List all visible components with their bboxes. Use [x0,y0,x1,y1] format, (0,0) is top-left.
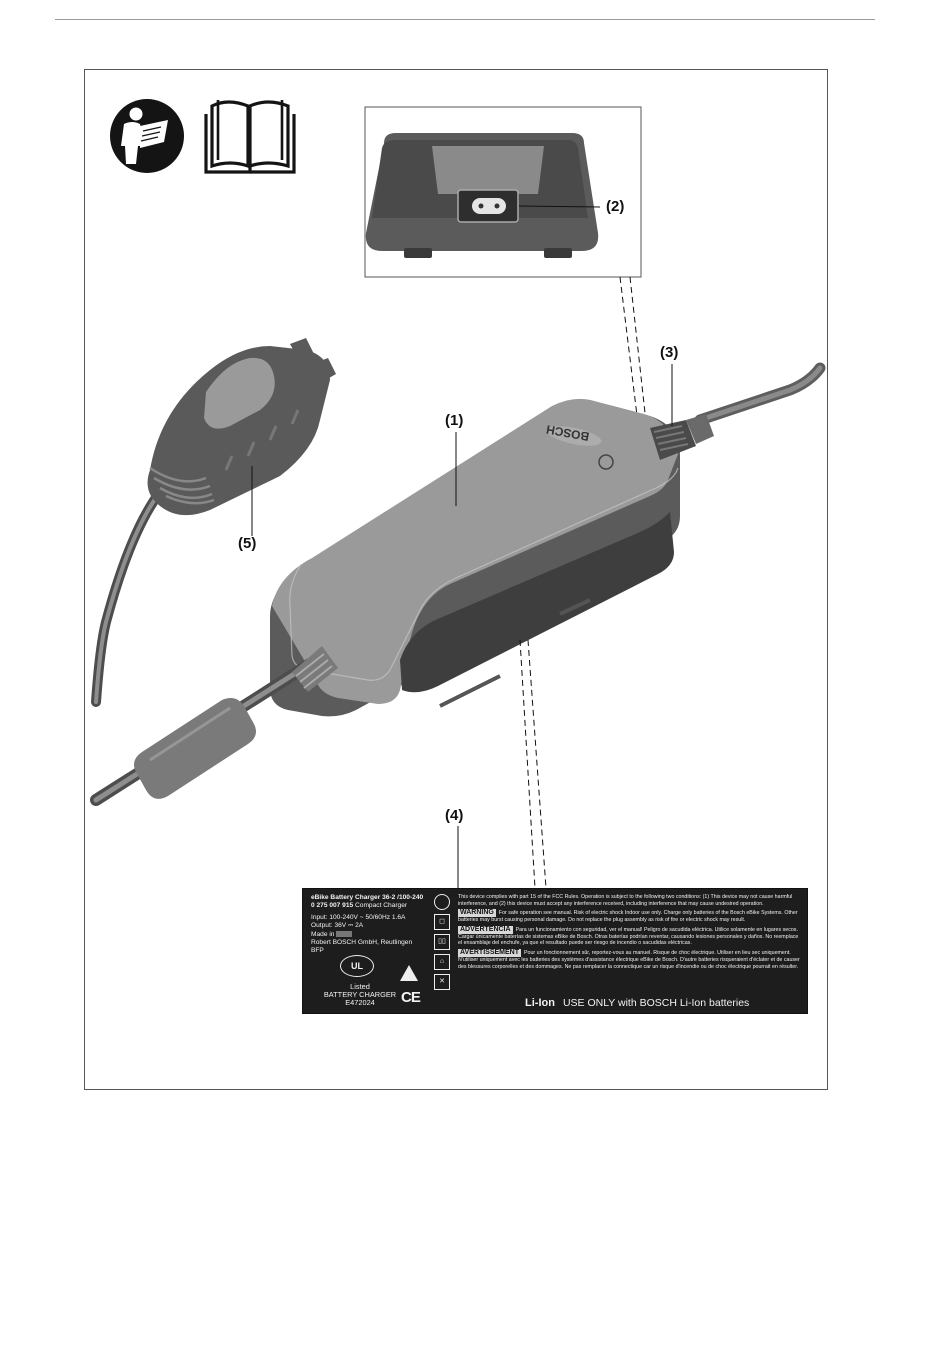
manual-book-icon: ▯▯ [434,934,450,950]
label-battery-charger: BATTERY CHARGER [323,990,397,999]
made-in-blank [336,930,353,937]
double-insulation-icon: ◻ [434,914,450,930]
callout-3: (3) [660,344,679,361]
label-left-column: eBike Battery Charger 36-2 /100-240 0 27… [311,894,439,956]
label-file-number: E472024 [345,998,375,1007]
charger-rear-view [365,133,599,258]
callout-4: (4) [445,807,464,824]
warning-label: WARNING [458,909,496,918]
read-manual-icon [110,99,184,173]
warning-text: For safe operation see manual. Risk of e… [458,910,798,924]
label-input: Input: 100-240V ~ 50/60Hz 1.6A [311,913,406,921]
label-part-number: 0 275 007 915 [311,902,354,910]
weee-bin-icon: ✕ [434,974,450,990]
ul-listing: Listed BATTERY CHARGER E472024 [321,983,399,1007]
ferrite-core [134,698,256,799]
label-model: Compact Charger [355,902,408,910]
label-manufacturer: Robert BOSCH GmbH, Reutlingen [311,939,413,947]
header-rule [55,19,875,20]
advertencia-label: ADVERTENCIA [458,925,513,934]
liion-line: Li-Ion USE ONLY with BOSCH Li-Ion batteri… [525,997,749,1009]
label-symbol-column: ◻ ▯▯ ⌂ ✕ [432,894,454,994]
compliance-circle-icon [434,894,450,910]
battery-charging-plug [147,338,336,516]
cable-strain-relief [292,646,338,692]
label-output: Output: 36V ⎓ 2A [311,922,364,930]
ce-mark: CE [401,989,421,1006]
label-title: eBike Battery Charger 36-2 /100-240 [311,894,424,901]
label-bfp: BFP [311,947,324,955]
liion-mark: Li-Ion [525,997,555,1009]
charger-body [270,398,680,717]
indoor-use-house-icon: ⌂ [434,954,450,970]
label-fcc-text: This device complies with part 15 of the… [458,894,793,907]
warning-triangle-icon [400,965,418,981]
avertissement-label: AVERTISSEMENT [458,948,521,957]
ul-mark: UL [340,955,374,977]
open-book-icon [204,100,296,174]
label-made-in: Made in [311,930,335,938]
dc-output-plug [650,414,714,460]
avertissement-text: Pour un fonctionnement sûr, reportez-vou… [458,949,800,970]
liion-note: USE ONLY with BOSCH Li-Ion batteries [562,997,750,1009]
callout-5: (5) [238,535,257,552]
callout-2: (2) [606,198,625,215]
leader-2 [518,205,601,208]
advertencia-text: Para un funcionamiento con seguridad, ve… [458,926,799,947]
rating-label: eBike Battery Charger 36-2 /100-240 0 27… [302,888,808,1014]
figure-frame [84,69,828,1090]
callout-1: (1) [445,412,464,429]
label-listed: Listed [350,982,370,991]
label-right-column: This device complies with part 15 of the… [458,894,803,970]
